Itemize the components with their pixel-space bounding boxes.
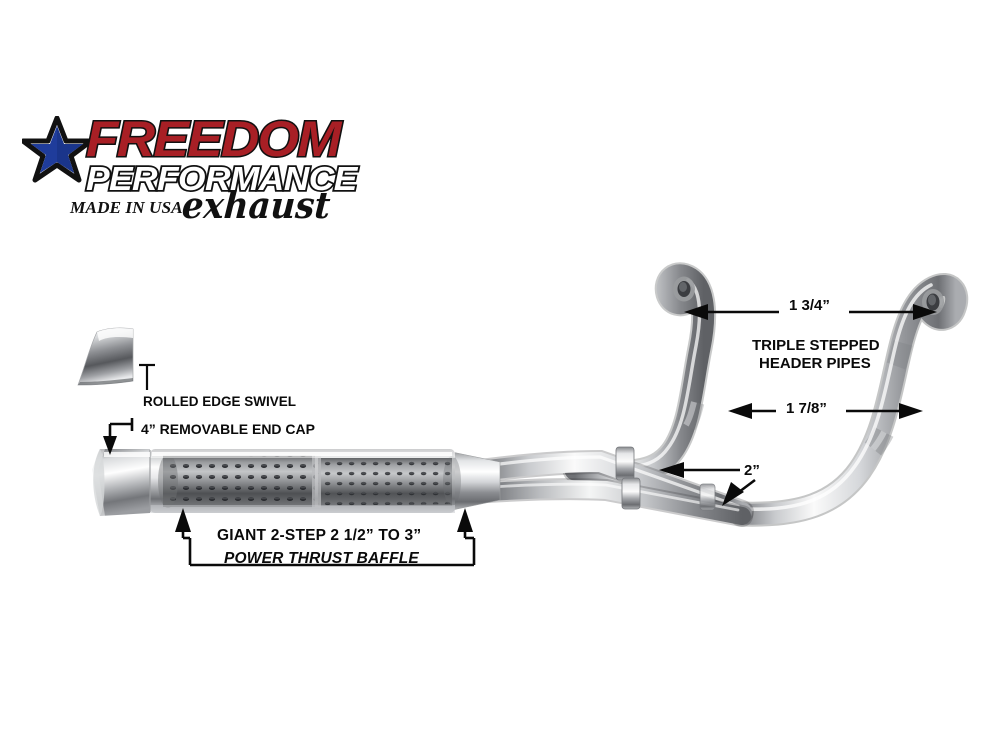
rolled-edge-swivel-piece	[77, 327, 134, 386]
leader-rolled-edge-swivel	[139, 363, 155, 390]
callout-leaders	[103, 304, 937, 567]
label-giant-two-step: GIANT 2-STEP 2 1/2” TO 3”	[217, 527, 422, 544]
label-power-thrust-baffle: POWER THRUST BAFFLE	[224, 550, 419, 567]
dimension-label-1-3-4: 1 3/4”	[789, 297, 830, 314]
dimension-arrow-1-7-8	[728, 403, 923, 419]
brand-name-primary: FREEDOM	[84, 110, 343, 169]
label-header-pipes: HEADER PIPES	[759, 355, 871, 372]
pipe-collar-bands	[615, 446, 716, 511]
leader-removable-end-cap	[103, 418, 134, 455]
header-pipe-left	[562, 262, 717, 485]
header-pipe-right	[728, 273, 969, 527]
dimension-label-2: 2”	[744, 462, 760, 479]
star-icon	[22, 116, 92, 183]
brand-origin-text: MADE IN USA	[70, 198, 183, 217]
label-removable-end-cap: 4” REMOVABLE END CAP	[141, 421, 315, 437]
dimension-arrow-1-3-4	[684, 304, 937, 320]
leader-power-thrust-baffle	[175, 508, 476, 567]
brand-name-secondary: PERFORMANCE	[84, 158, 359, 199]
brand-logo: FREEDOM PERFORMANCE MADE IN USA exhaust	[14, 108, 359, 228]
label-rolled-edge-swivel: ROLLED EDGE SWIVEL	[143, 394, 297, 409]
dimension-arrow-2	[659, 462, 756, 506]
label-triple-stepped: TRIPLE STEPPED	[752, 337, 880, 354]
muffler-body	[92, 449, 501, 516]
dimension-label-1-7-8: 1 7/8”	[786, 400, 827, 417]
brand-category-text: exhaust	[180, 184, 332, 228]
